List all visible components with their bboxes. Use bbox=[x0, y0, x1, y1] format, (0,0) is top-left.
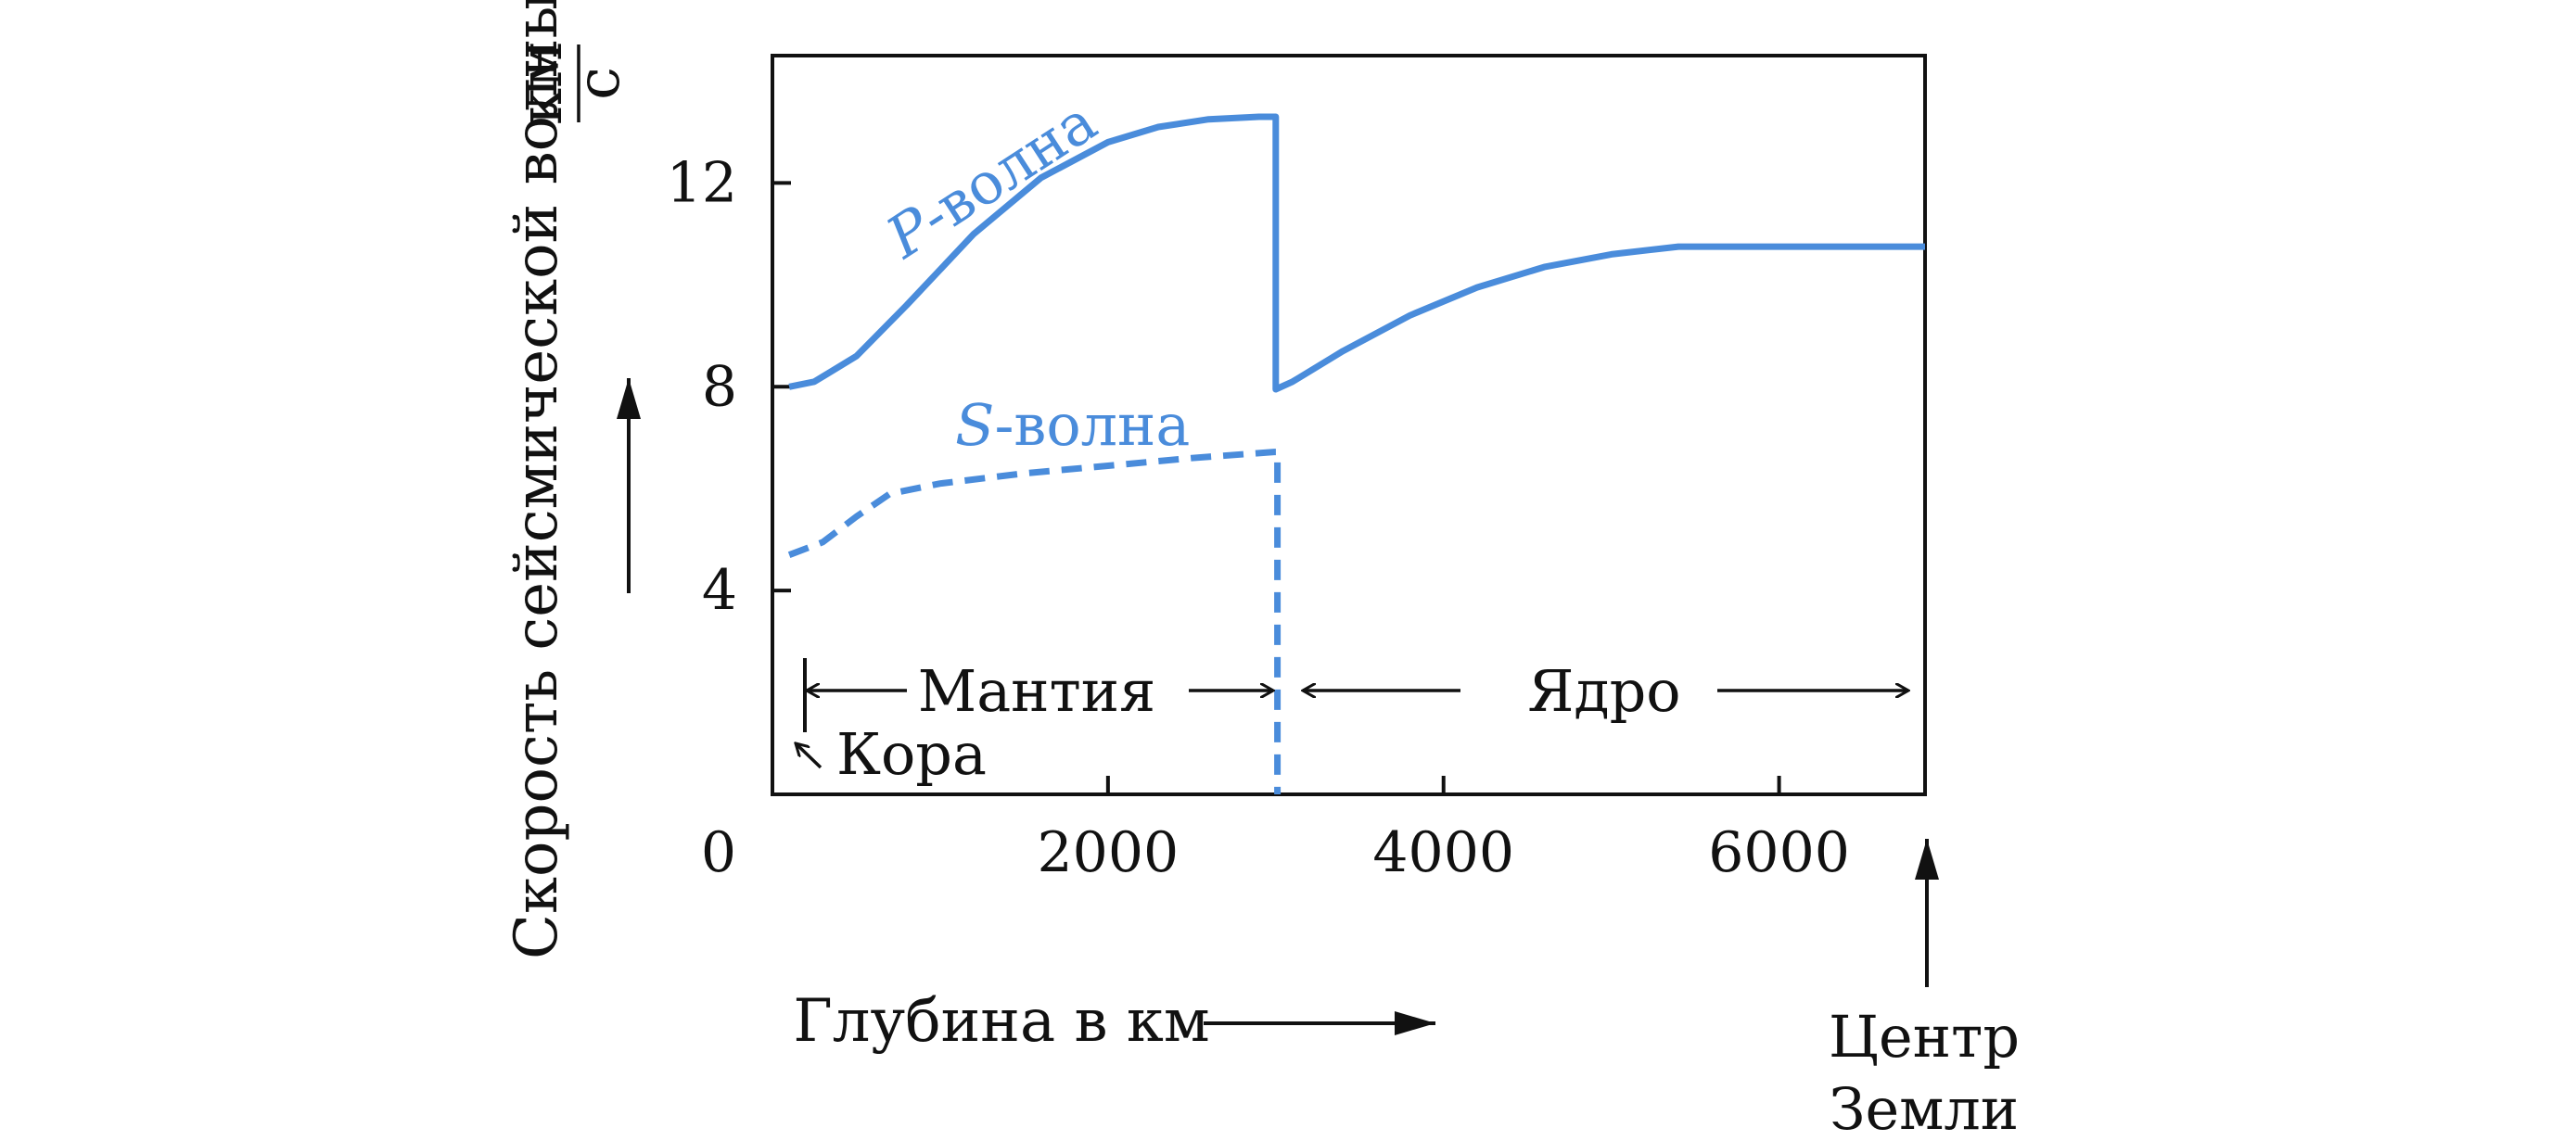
plot-frame bbox=[771, 54, 1927, 796]
y-unit-denominator: с bbox=[565, 67, 633, 100]
crust-label: Кора bbox=[836, 720, 987, 788]
y-unit-fraction: км с bbox=[507, 42, 633, 125]
origin-label: 0 bbox=[701, 820, 736, 885]
series-line-p-wave bbox=[788, 113, 1925, 393]
crust-arrow bbox=[796, 743, 823, 769]
core-label: Ядро bbox=[1527, 657, 1680, 725]
mantle-label: Мантия bbox=[918, 657, 1156, 725]
axis-ticks bbox=[772, 181, 1781, 794]
series-line-s-wave bbox=[787, 449, 1282, 794]
x-tick-label-2000: 2000 bbox=[1038, 820, 1180, 885]
y-unit-numerator: км bbox=[507, 42, 576, 125]
s-wave-label: S-волна bbox=[955, 391, 1190, 459]
y-tick-label-4: 4 bbox=[702, 558, 737, 623]
center-label-line1: Центр bbox=[1829, 1003, 2020, 1071]
p-wave-label: P-волна bbox=[874, 87, 1108, 272]
center-label-line2: Земли bbox=[1830, 1075, 2019, 1141]
x-axis-title: Глубина в км bbox=[793, 987, 1209, 1056]
y-axis-title: Скорость сейсмической волны, bbox=[503, 0, 571, 959]
y-tick-label-8: 8 bbox=[702, 354, 737, 419]
y-tick-label-12: 12 bbox=[667, 150, 737, 215]
x-tick-label-6000: 6000 bbox=[1708, 820, 1850, 885]
x-tick-label-4000: 4000 bbox=[1372, 820, 1514, 885]
